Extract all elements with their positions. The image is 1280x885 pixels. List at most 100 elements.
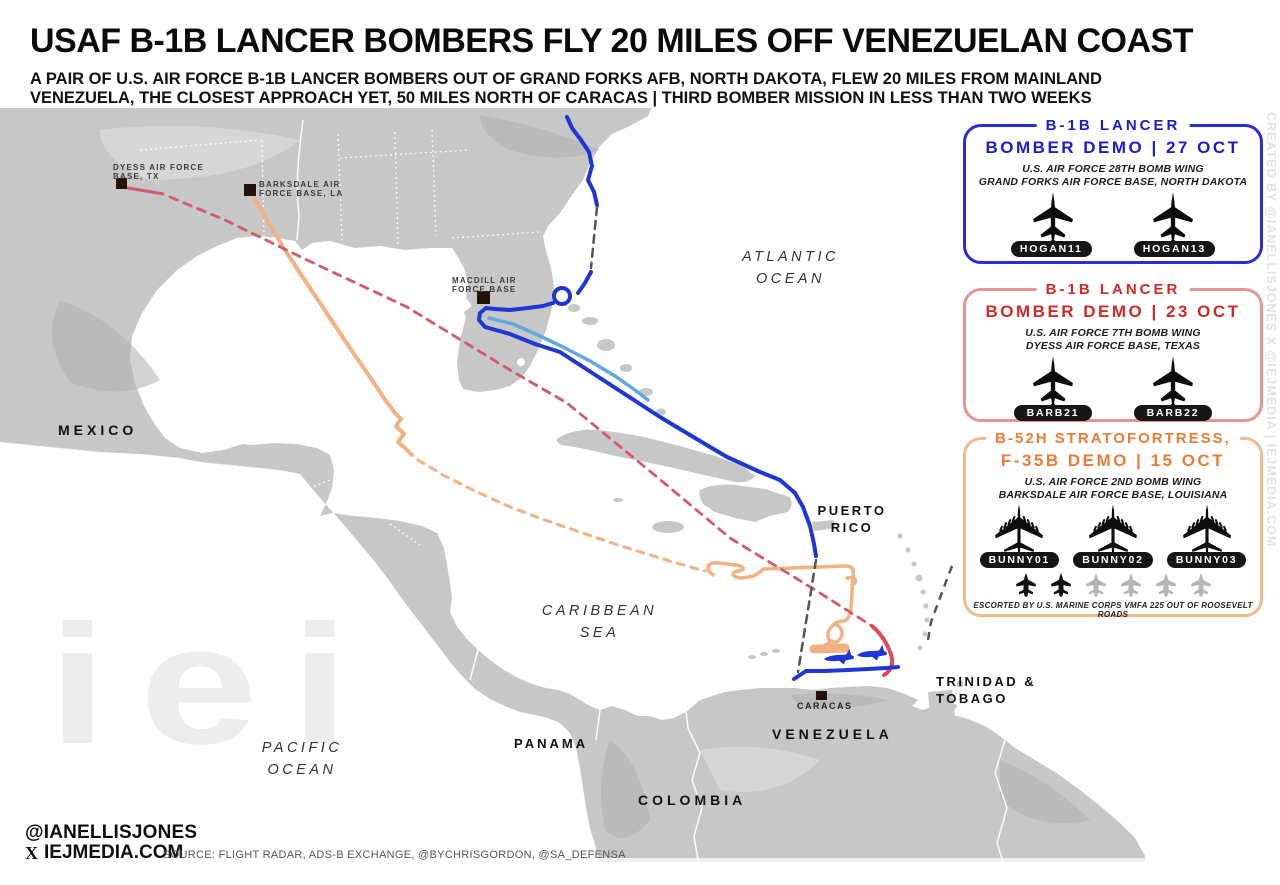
subtitle-line1: A PAIR OF U.S. AIR FORCE B-1B LANCER BOM… bbox=[30, 70, 1102, 88]
label-trinidad-tobago: TRINIDAD & TOBAGO bbox=[936, 674, 1037, 706]
island-jamaica bbox=[652, 521, 684, 533]
b1b-icon bbox=[1153, 192, 1193, 244]
box3-escort-row bbox=[966, 572, 1260, 598]
side-credit-watermark: CREATED BY @IANELLISJONES X @IEJMEDIA | … bbox=[1264, 112, 1278, 548]
info-box-b1b-23oct: B-1B LANCER BOMBER DEMO | 23 OCT U.S. AI… bbox=[963, 281, 1263, 422]
callsign-pill: BUNNY01 bbox=[979, 552, 1060, 568]
header: USAF B-1B LANCER BOMBERS FLY 20 MILES OF… bbox=[30, 22, 1260, 107]
flight-path-b1b-27oct bbox=[477, 115, 900, 681]
island-cuba bbox=[556, 429, 755, 483]
box3-escort-note: ESCORTED BY U.S. MARINE CORPS VMFA 225 O… bbox=[973, 601, 1253, 619]
f35-icon bbox=[1050, 573, 1071, 597]
b1b-icon bbox=[1033, 192, 1073, 244]
lake-okeechobee bbox=[517, 358, 525, 366]
label-venezuela: VENEZUELA bbox=[772, 726, 893, 742]
islands-bahamas bbox=[568, 304, 666, 416]
base-marker-barksdale bbox=[244, 184, 256, 196]
terrain-shading bbox=[52, 115, 1090, 838]
f35-icon bbox=[1120, 573, 1141, 597]
label-caracas: CARACAS bbox=[797, 701, 853, 711]
country-borders bbox=[296, 119, 1008, 863]
label-colombia: COLOMBIA bbox=[638, 792, 747, 808]
box1-callsigns: HOGAN11 HOGAN13 bbox=[966, 241, 1260, 257]
f35-icon bbox=[1085, 573, 1106, 597]
f35-icon bbox=[1155, 573, 1176, 597]
box2-title: BOMBER DEMO | 23 OCT bbox=[985, 302, 1241, 321]
b52-holding-pattern bbox=[706, 561, 856, 644]
box3-title: F-35B DEMO | 15 OCT bbox=[1000, 451, 1226, 470]
state-borders-dotted bbox=[139, 129, 541, 546]
box2-unit: U.S. AIR FORCE 7TH BOMB WING DYESS AIR F… bbox=[1025, 327, 1201, 352]
b1b27-main-leg bbox=[477, 301, 818, 558]
box2-callsigns: BARB21 BARB22 bbox=[966, 405, 1260, 421]
base-marker-dyess bbox=[116, 178, 127, 189]
label-mexico: MEXICO bbox=[58, 422, 138, 438]
b1b27-florida-leg bbox=[576, 270, 593, 295]
callsign-pill: BUNNY02 bbox=[1073, 552, 1153, 568]
label-caribbean-sea: CARIBBEAN SEA bbox=[541, 603, 658, 641]
box1-unit: U.S. AIR FORCE 28TH BOMB WING GRAND FORK… bbox=[978, 163, 1248, 188]
island-tobago bbox=[956, 680, 964, 688]
islands-abc bbox=[613, 498, 780, 659]
island-trinidad bbox=[928, 690, 955, 716]
box3-unit: U.S. AIR FORCE 2ND BOMB WING BARKSDALE A… bbox=[998, 476, 1228, 501]
source-credit: SOURCE: FLIGHT RADAR, ADS-B EXCHANGE, @B… bbox=[163, 849, 626, 861]
label-panama: PANAMA bbox=[514, 736, 589, 751]
b1b23-solid-stub bbox=[126, 186, 165, 196]
callsign-pill: BARB22 bbox=[1134, 405, 1212, 421]
box1-aircraft-row bbox=[966, 191, 1260, 245]
trinidad-gap-dash bbox=[926, 565, 954, 641]
b52-solid-leg bbox=[251, 194, 414, 457]
b1b27-macdill-loop bbox=[552, 286, 572, 306]
base-markers bbox=[116, 178, 827, 700]
label-macdill-afb: MACDILL AIR FORCE BASE bbox=[452, 276, 517, 294]
author-site: X IEJMEDIA.COM bbox=[25, 842, 183, 864]
iei-logo-watermark: iei bbox=[48, 590, 382, 780]
x-logo-icon: X bbox=[25, 842, 38, 863]
callsign-pill: HOGAN13 bbox=[1133, 241, 1216, 257]
f35-icon bbox=[1015, 573, 1036, 597]
b1b27-gap-dash-south bbox=[796, 558, 818, 674]
flight-path-b1b-23oct bbox=[126, 186, 895, 677]
callsign-pill: BUNNY03 bbox=[1166, 552, 1247, 568]
b1b-icon bbox=[1153, 356, 1193, 408]
b52h-icon bbox=[1088, 504, 1138, 555]
callsign-pill: BARB21 bbox=[1014, 405, 1092, 421]
b52-pattern-bar bbox=[809, 643, 850, 654]
b1b27-gap-dash-north bbox=[589, 205, 599, 270]
b52h-icon bbox=[994, 504, 1044, 555]
b52-dashed-leg bbox=[416, 458, 707, 573]
callsign-pill: HOGAN11 bbox=[1010, 241, 1092, 257]
box3-aircraft-row bbox=[966, 504, 1260, 556]
b52-pattern-bump bbox=[845, 575, 858, 587]
label-pacific-ocean: PACIFIC OCEAN bbox=[261, 740, 343, 778]
author-handle: @IANELLISJONES bbox=[25, 822, 198, 843]
terrain-highlight bbox=[100, 125, 820, 792]
islands-lesser-antilles bbox=[897, 533, 930, 651]
box2-aircraft-row bbox=[966, 355, 1260, 409]
b1b23-solid-hook bbox=[870, 624, 895, 677]
island-puerto-rico bbox=[812, 520, 836, 531]
island-hispaniola bbox=[699, 484, 792, 522]
subtitle-line2: VENEZUELA, THE CLOSEST APPROACH YET, 50 … bbox=[30, 88, 1092, 107]
base-marker-macdill bbox=[477, 291, 490, 304]
box3-callsigns: BUNNY01 BUNNY02 BUNNY03 bbox=[966, 552, 1260, 568]
label-barksdale-afb: BARKSDALE AIR FORCE BASE, LA bbox=[259, 180, 344, 198]
box1-legend: B-1B LANCER bbox=[1036, 117, 1190, 134]
flight-path-b52-15oct bbox=[251, 194, 858, 654]
site-url: IEJMEDIA.COM bbox=[44, 842, 184, 863]
label-dyess-afb: DYESS AIR FORCE BASE, TX bbox=[113, 163, 205, 181]
city-marker-caracas bbox=[816, 691, 827, 700]
box2-legend: B-1B LANCER bbox=[1036, 281, 1190, 298]
page-title: USAF B-1B LANCER BOMBERS FLY 20 MILES OF… bbox=[30, 22, 1194, 60]
label-atlantic-ocean: ATLANTIC OCEAN bbox=[741, 249, 840, 287]
b52h-icon bbox=[1182, 504, 1232, 555]
b1b27-wingman-leg bbox=[487, 316, 650, 402]
b1b27-atlantic-leg bbox=[565, 115, 599, 207]
map-edge-strip bbox=[500, 858, 1280, 885]
page-subtitle: A PAIR OF U.S. AIR FORCE B-1B LANCER BOM… bbox=[30, 70, 1260, 107]
b1b27-coastal-leg bbox=[792, 665, 900, 681]
info-box-b1b-27oct: B-1B LANCER BOMBER DEMO | 27 OCT U.S. AI… bbox=[963, 117, 1263, 264]
